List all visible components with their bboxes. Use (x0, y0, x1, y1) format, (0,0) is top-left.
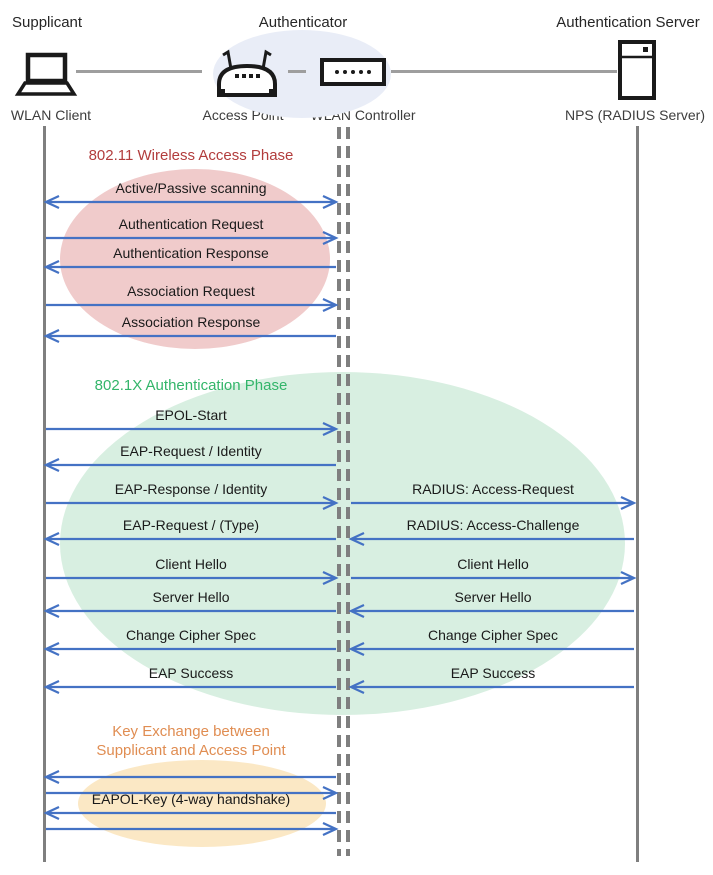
message-label-right-1: RADIUS: Access-Challenge (406, 517, 580, 533)
message-label-left-5: EPOL-Start (155, 407, 227, 423)
message-arrow-left-11 (43, 642, 336, 656)
phase3-title: Key Exchange between Supplicant and Acce… (60, 722, 322, 760)
phase3-title-line2: Supplicant and Access Point (96, 742, 286, 759)
message-arrow-left-2 (43, 260, 336, 274)
server-icon (618, 40, 656, 100)
message-arrow-right-2 (351, 571, 637, 585)
message-arrow-left-4 (43, 329, 336, 343)
message-arrow-left-5 (46, 422, 339, 436)
message-label-left-0: Active/Passive scanning (115, 180, 267, 196)
lifeline-radius-server (636, 126, 639, 862)
message-arrow-left-10 (43, 604, 336, 618)
role-supplicant: Supplicant (12, 14, 83, 31)
message-arrow-right-0 (351, 496, 637, 510)
role-authentication-server: Authentication Server (556, 14, 700, 31)
connector-ap-controller (288, 70, 306, 73)
role-authenticator: Authenticator (258, 14, 348, 31)
laptop-icon (14, 52, 78, 98)
message-arrow-left-6 (43, 458, 336, 472)
lifeline-controller-dashed-right (346, 127, 350, 856)
message-label-right-2: Client Hello (457, 556, 529, 572)
message-label-left-4: Association Response (121, 314, 261, 330)
message-arrow-right-5 (348, 680, 634, 694)
wlan-controller-icon (320, 58, 386, 86)
message-label-left-6: EAP-Request / Identity (120, 443, 262, 459)
message-label-left-11: Change Cipher Spec (126, 627, 256, 643)
message-label-right-3: Server Hello (454, 589, 532, 605)
message-arrow-left-3 (46, 298, 339, 312)
message-label-left-1: Authentication Request (118, 216, 264, 232)
message-arrow-right-1 (348, 532, 634, 546)
message-arrow-left-8 (43, 532, 336, 546)
message-arrow-left-7 (46, 496, 339, 510)
phase3-title-line1: Key Exchange between (112, 723, 270, 740)
access-point-icon (213, 45, 281, 99)
message-arrow-left-15 (43, 806, 336, 820)
message-label-left-2: Authentication Response (113, 245, 269, 261)
message-arrow-left-1 (46, 231, 339, 245)
message-arrow-left-16 (46, 822, 339, 836)
phase1-ellipse (60, 169, 330, 349)
connector-controller-server (391, 70, 617, 73)
message-label-left-12: EAP Success (148, 665, 234, 681)
node-label-nps-radius-server: NPS (RADIUS Server) (564, 107, 706, 123)
message-label-left-15: EAPOL-Key (4-way handshake) (91, 791, 291, 807)
message-arrow-left-14 (46, 786, 339, 800)
message-label-left-8: EAP-Request / (Type) (122, 517, 260, 533)
message-arrow-left-13 (43, 770, 336, 784)
message-arrow-left-12 (43, 680, 336, 694)
connector-client-ap (76, 70, 202, 73)
message-label-left-10: Server Hello (152, 589, 230, 605)
message-label-right-5: EAP Success (450, 665, 536, 681)
message-arrow-right-3 (348, 604, 634, 618)
message-arrow-left-9 (46, 571, 339, 585)
lifeline-wlan-client (43, 126, 46, 862)
lifeline-controller-dashed-left (337, 127, 341, 856)
message-arrow-right-4 (348, 642, 634, 656)
phase2-title: 802.1X Authentication Phase (94, 377, 288, 394)
message-label-left-7: EAP-Response / Identity (114, 481, 268, 497)
message-arrow-left-0 (43, 195, 339, 209)
node-label-wlan-client: WLAN Client (10, 107, 92, 123)
message-label-left-3: Association Request (127, 283, 255, 299)
phase1-title: 802.11 Wireless Access Phase (88, 147, 294, 164)
phase3-ellipse (78, 760, 326, 847)
message-label-left-9: Client Hello (155, 556, 227, 572)
message-label-right-4: Change Cipher Spec (428, 627, 558, 643)
message-label-right-0: RADIUS: Access-Request (412, 481, 574, 497)
